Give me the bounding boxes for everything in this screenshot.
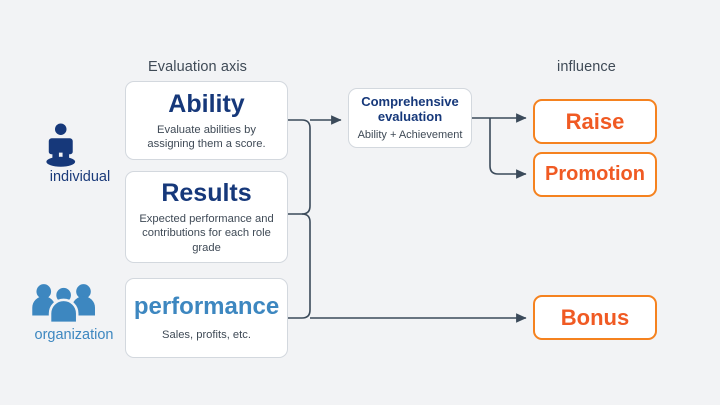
box-results[interactable]: Results Expected performance and contrib… <box>125 171 288 263</box>
heading-influence: influence <box>557 59 616 75</box>
box-promotion-label: Promotion <box>545 163 645 185</box>
actor-organization: organization <box>26 280 122 343</box>
connector-ability-results-merge <box>288 119 311 215</box>
actor-individual-label: individual <box>49 169 111 185</box>
connector-performance-riser <box>288 213 311 319</box>
box-performance-title: performance <box>133 292 280 320</box>
box-promotion[interactable]: Promotion <box>533 152 657 197</box>
box-results-title: Results <box>161 179 252 207</box>
box-performance[interactable]: performance Sales, profits, etc. <box>125 278 288 358</box>
group-people-icon <box>32 284 95 325</box>
box-raise-label: Raise <box>565 108 625 134</box>
box-ability-description: Evaluate abilities by assigning them a s… <box>147 123 266 150</box>
box-comprehensive-evaluation[interactable]: Comprehensive evaluation Ability + Achie… <box>348 88 472 148</box>
box-ability-title: Ability <box>168 89 245 118</box>
box-results-description: Expected performance and contributions f… <box>139 213 274 254</box>
heading-evaluation-axis: Evaluation axis <box>148 59 248 75</box>
box-performance-description: Sales, profits, etc. <box>162 328 251 341</box>
box-comprehensive-evaluation-title: Comprehensive evaluation <box>361 93 459 125</box>
box-bonus[interactable]: Bonus <box>533 295 657 340</box>
box-comprehensive-evaluation-subtitle: Ability + Achievement <box>357 129 463 141</box>
single-person-icon <box>46 123 76 167</box>
connector-comprehensive-to-promotion <box>489 118 527 179</box>
box-raise[interactable]: Raise <box>533 99 657 144</box>
actor-individual: individual <box>32 122 128 185</box>
box-ability[interactable]: Ability Evaluate abilities by assigning … <box>125 81 288 160</box>
box-bonus-label: Bonus <box>560 304 630 330</box>
actor-organization-label: organization <box>34 327 114 343</box>
